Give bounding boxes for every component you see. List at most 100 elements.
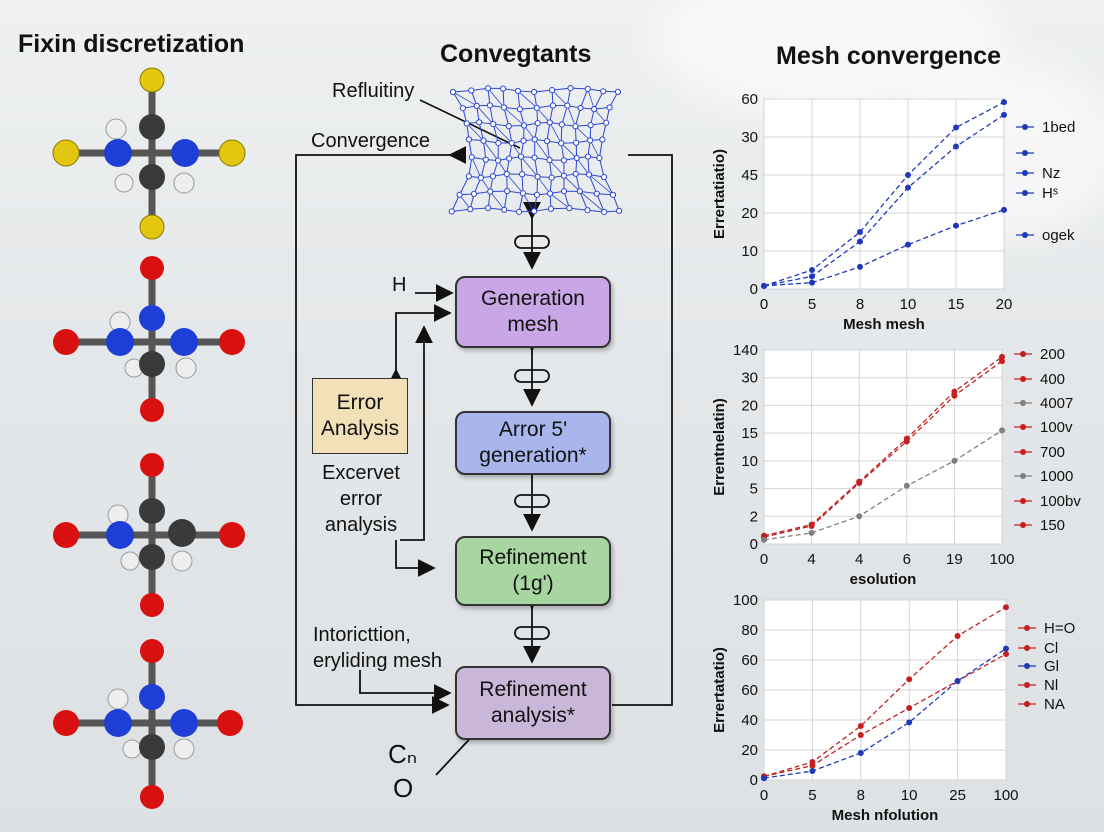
y-tick-label: 5	[750, 481, 758, 498]
mesh-node	[494, 157, 502, 164]
legend-marker	[1022, 170, 1028, 176]
legend-marker	[1022, 150, 1028, 156]
formula-bottom: O	[393, 773, 414, 803]
mesh-node	[504, 187, 511, 195]
mesh-edge	[487, 88, 505, 108]
x-tick-label: 8	[856, 296, 864, 313]
data-point	[761, 536, 767, 543]
data-point	[953, 222, 959, 229]
mesh-node	[476, 119, 483, 126]
data-point	[1003, 645, 1009, 652]
mesh-node	[519, 190, 527, 197]
x-tick-label: 10	[900, 296, 917, 313]
mesh-edge	[560, 142, 577, 159]
data-point	[1001, 99, 1007, 106]
mesh-edge	[466, 123, 484, 141]
legend-label: Hˢ	[1042, 185, 1058, 202]
mesh-node	[467, 206, 474, 213]
error-analysis-box: Error Analysis	[312, 378, 408, 454]
mesh-node	[520, 122, 528, 129]
data-point	[951, 388, 958, 395]
mesh-edge	[534, 139, 550, 161]
legend-label: ogek	[1042, 227, 1075, 244]
legend-marker	[1024, 701, 1030, 707]
series-line	[763, 101, 1005, 287]
mesh-node	[587, 137, 594, 144]
mesh-node	[484, 85, 492, 92]
formula-top: Cₙ	[388, 739, 418, 769]
mesh-edge	[468, 157, 473, 177]
x-tick-label: 4	[807, 551, 815, 568]
y-tick-label: 45	[741, 167, 758, 184]
mesh-edge	[579, 191, 588, 211]
mesh-node	[487, 188, 494, 195]
data-point	[954, 633, 961, 639]
molecule-4	[53, 639, 243, 809]
mesh-node	[601, 208, 608, 216]
y-tick-label: 80	[741, 622, 758, 639]
left-title: Fixin discretization	[18, 30, 245, 58]
mesh-node	[465, 136, 473, 143]
mesh-node	[546, 119, 553, 126]
data-point	[999, 353, 1005, 360]
mesh-edge	[520, 156, 538, 177]
mesh-edge	[536, 107, 551, 123]
mesh-edge	[452, 91, 464, 109]
mesh-edge	[482, 140, 487, 160]
mesh-node	[609, 191, 617, 198]
mesh-node	[503, 170, 510, 178]
mesh-node	[600, 88, 607, 95]
mesh-node	[459, 105, 467, 112]
mesh-node	[546, 156, 553, 164]
series-line	[763, 653, 1007, 778]
y-tick-label: 2	[750, 508, 758, 525]
data-point	[953, 143, 959, 150]
mesh-node	[480, 137, 487, 144]
x-tick-label: 25	[949, 787, 966, 804]
mesh-node	[573, 154, 580, 162]
mesh-node	[531, 154, 538, 161]
mesh-edge	[452, 91, 477, 107]
molecule-2	[53, 256, 245, 422]
y-tick-label: 0	[750, 536, 758, 553]
data-point	[905, 172, 911, 178]
x-tick-label: 4	[855, 551, 863, 568]
mesh-edge	[598, 139, 603, 159]
mesh-node	[585, 171, 593, 178]
data-point	[906, 719, 913, 726]
data-point	[857, 229, 863, 235]
mesh-node	[489, 173, 497, 180]
legend-marker	[1020, 498, 1026, 504]
legend-label: 200	[1040, 346, 1065, 363]
mesh-node	[548, 174, 555, 181]
mesh-node	[591, 106, 598, 113]
mesh-edge	[549, 122, 562, 144]
mesh-node	[520, 137, 527, 144]
mesh-edge	[563, 175, 581, 192]
molecule-column	[52, 67, 246, 809]
mesh-label: Refluitiny	[332, 80, 415, 102]
legend-label: 150	[1040, 517, 1065, 534]
legend-marker	[1022, 124, 1028, 130]
h-label: H	[392, 274, 407, 296]
x-tick-label: 0	[760, 551, 768, 568]
y-tick-label: 40	[741, 712, 758, 729]
mesh-node	[546, 190, 554, 197]
legend-label: Nz	[1042, 165, 1060, 182]
mesh-edge	[502, 88, 505, 108]
mesh-node	[560, 172, 568, 179]
y-tick-label: 10	[741, 243, 758, 260]
data-point	[809, 267, 815, 273]
series-line	[763, 360, 1003, 538]
data-point	[808, 522, 815, 529]
x-axis-label: esolution	[850, 571, 917, 588]
mesh-edge	[588, 174, 614, 196]
data-point	[856, 480, 863, 487]
legend-marker	[1022, 190, 1028, 196]
data-point	[856, 513, 863, 520]
mesh-node	[584, 85, 591, 92]
mesh-node	[495, 139, 502, 147]
mesh-node	[584, 207, 591, 214]
series-line	[763, 114, 1005, 287]
legend-marker	[1024, 645, 1030, 651]
